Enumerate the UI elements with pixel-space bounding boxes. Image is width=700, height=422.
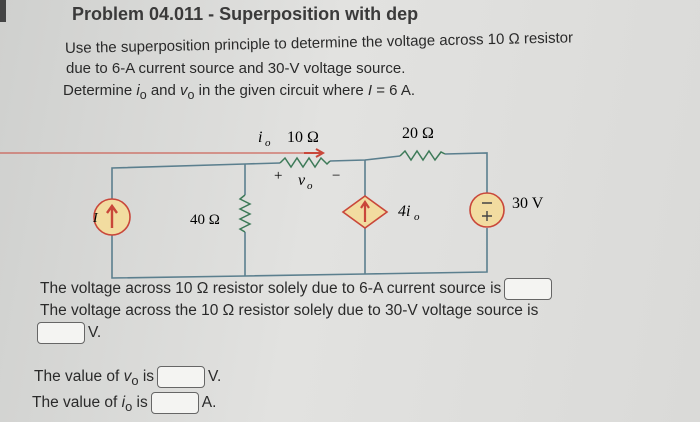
page-title: Problem 04.011 - Superposition with dep [72, 4, 419, 24]
resistor-40 [238, 194, 252, 233]
vsrc-label: 30 V [512, 195, 544, 212]
problem-line-2: due to 6-A current source and 30-V volta… [66, 60, 406, 77]
text: = 6 A. [372, 82, 416, 99]
io-arrow-icon [304, 148, 326, 158]
q4-is: is [132, 394, 148, 412]
vo-var: v [180, 82, 188, 99]
resistor-10 [279, 156, 331, 169]
q4-answer-input[interactable] [150, 392, 199, 414]
q3-is: is [138, 368, 155, 386]
edge-mark [0, 0, 6, 22]
q3-answer-input[interactable] [157, 366, 206, 388]
r40-label: 40 Ω [190, 212, 220, 228]
q3-var: v [123, 368, 132, 386]
q1-text: The voltage across 10 Ω resistor solely … [40, 280, 502, 298]
q3-text: The value of [34, 368, 124, 386]
wires [111, 152, 488, 279]
source-label: I [92, 211, 99, 226]
io-sub: o [265, 137, 271, 149]
r20-label: 20 Ω [402, 125, 434, 142]
question-3: The value of vo is V. [34, 366, 221, 388]
q2-answer-input[interactable] [37, 322, 85, 344]
io-var: i [136, 82, 140, 99]
text: Determine [63, 82, 137, 99]
problem-line-3: Determine io and vo in the given circuit… [63, 82, 415, 102]
dependent-source-icon [341, 195, 389, 229]
vo-minus: − [332, 168, 340, 184]
resistor-20 [399, 149, 446, 162]
q4-unit: A. [201, 394, 217, 412]
question-2-answer: V. [34, 322, 101, 344]
voltage-source-icon [469, 192, 505, 228]
q1-answer-input[interactable] [504, 278, 553, 300]
q3-sub: o [131, 373, 139, 389]
r10-label: 10 Ω [287, 129, 319, 146]
dep-sub: o [414, 211, 420, 223]
io-label: i [258, 129, 262, 146]
io-sub: o [139, 88, 147, 102]
q4-sub: o [125, 399, 133, 415]
question-1: The voltage across 10 Ω resistor solely … [40, 278, 555, 300]
q4-text: The value of [32, 394, 122, 412]
q3-unit: V. [208, 368, 222, 386]
dep-label: 4i [398, 203, 410, 220]
current-source-icon [93, 198, 131, 236]
text: in the given circuit where [194, 82, 368, 99]
vo-plus: + [274, 168, 282, 184]
vo-sub: o [307, 180, 313, 192]
i-var: I [367, 82, 373, 99]
question-2: The voltage across the 10 Ω resistor sol… [40, 302, 539, 319]
q2-unit: V. [88, 324, 102, 342]
vo-label: v [298, 172, 306, 189]
q4-var: i [121, 394, 126, 412]
question-4: The value of io is A. [32, 392, 216, 414]
text: and [146, 82, 181, 99]
vo-sub: o [187, 88, 195, 102]
